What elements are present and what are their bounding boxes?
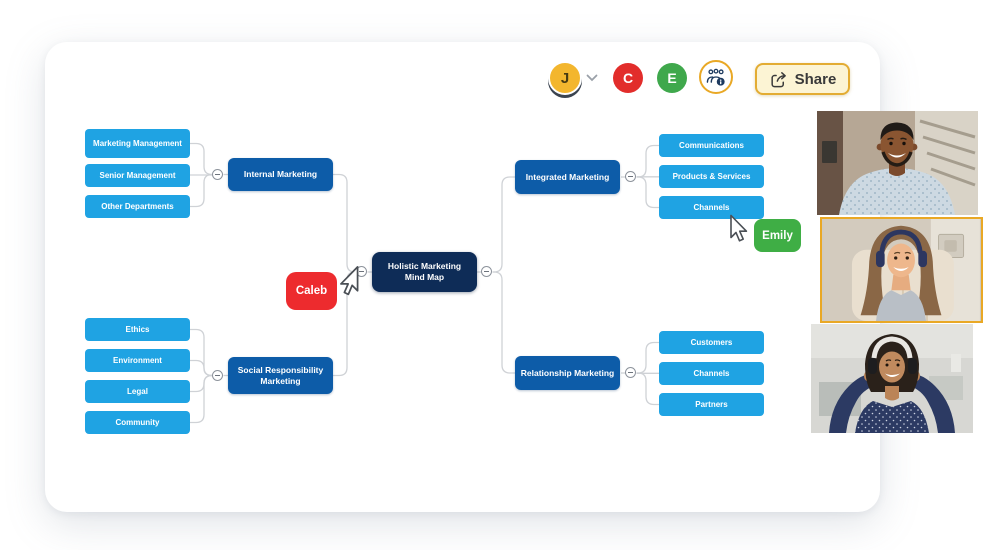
node-senior-management[interactable]: Senior Management — [85, 164, 190, 187]
cursor-user-name: Emily — [762, 229, 793, 242]
avatar-initial: C — [622, 70, 634, 86]
video-tile-participant-3[interactable] — [811, 324, 973, 433]
node-social-responsibility-marketing[interactable]: Social Responsibility Marketing — [228, 357, 333, 394]
collapse-button[interactable] — [212, 370, 223, 381]
video-tile-participant-1[interactable] — [817, 111, 978, 215]
node-communications[interactable]: Communications — [659, 134, 764, 157]
avatar-initial: E — [667, 70, 677, 86]
cursor-user-name: Caleb — [295, 285, 328, 297]
participant-3-video — [811, 324, 973, 433]
node-integrated-marketing[interactable]: Integrated Marketing — [515, 160, 620, 194]
share-button-label: Share — [794, 70, 837, 88]
node-customers[interactable]: Customers — [659, 331, 764, 354]
node-other-departments[interactable]: Other Departments — [85, 195, 190, 218]
emily-cursor-icon — [730, 214, 748, 242]
node-ethics[interactable]: Ethics — [85, 318, 190, 341]
node-products-services[interactable]: Products & Services — [659, 165, 764, 188]
group-info-icon — [706, 68, 725, 86]
node-root-holistic-marketing[interactable]: Holistic Marketing Mind Map — [372, 252, 477, 292]
root-label-line2: Mind Map — [404, 272, 445, 282]
presence-label-emily: Emily — [754, 219, 801, 252]
root-label-line1: Holistic Marketing — [387, 261, 462, 272]
chevron-down-icon[interactable] — [586, 74, 598, 82]
node-relationship-marketing[interactable]: Relationship Marketing — [515, 356, 620, 390]
node-legal[interactable]: Legal — [85, 380, 190, 403]
collapse-button[interactable] — [625, 171, 636, 182]
node-community[interactable]: Community — [85, 411, 190, 434]
node-marketing-management[interactable]: Marketing Management — [85, 129, 190, 158]
participant-1-video — [817, 111, 978, 215]
node-environment[interactable]: Environment — [85, 349, 190, 372]
caleb-cursor-icon — [340, 266, 359, 296]
share-icon — [771, 71, 786, 87]
collaborator-avatar-e[interactable]: E — [657, 63, 687, 93]
video-tile-participant-2-active[interactable] — [820, 217, 983, 323]
node-channels-integrated[interactable]: Channels — [659, 196, 764, 219]
node-partners[interactable]: Partners — [659, 393, 764, 416]
user-avatar-j[interactable]: J — [548, 61, 582, 95]
collapse-button[interactable] — [625, 367, 636, 378]
collaborators-info-button[interactable] — [699, 60, 733, 94]
collapse-button[interactable] — [212, 169, 223, 180]
share-button[interactable]: Share — [755, 63, 850, 95]
collapse-button[interactable] — [481, 266, 492, 277]
collaborator-avatar-c[interactable]: C — [613, 63, 643, 93]
whiteboard-canvas[interactable]: J C E Share — [45, 42, 880, 512]
node-channels-relationship[interactable]: Channels — [659, 362, 764, 385]
participant-2-video — [823, 219, 980, 321]
avatar-initial: J — [560, 69, 570, 87]
node-internal-marketing[interactable]: Internal Marketing — [228, 158, 333, 191]
presence-label-caleb: Caleb — [286, 272, 337, 310]
